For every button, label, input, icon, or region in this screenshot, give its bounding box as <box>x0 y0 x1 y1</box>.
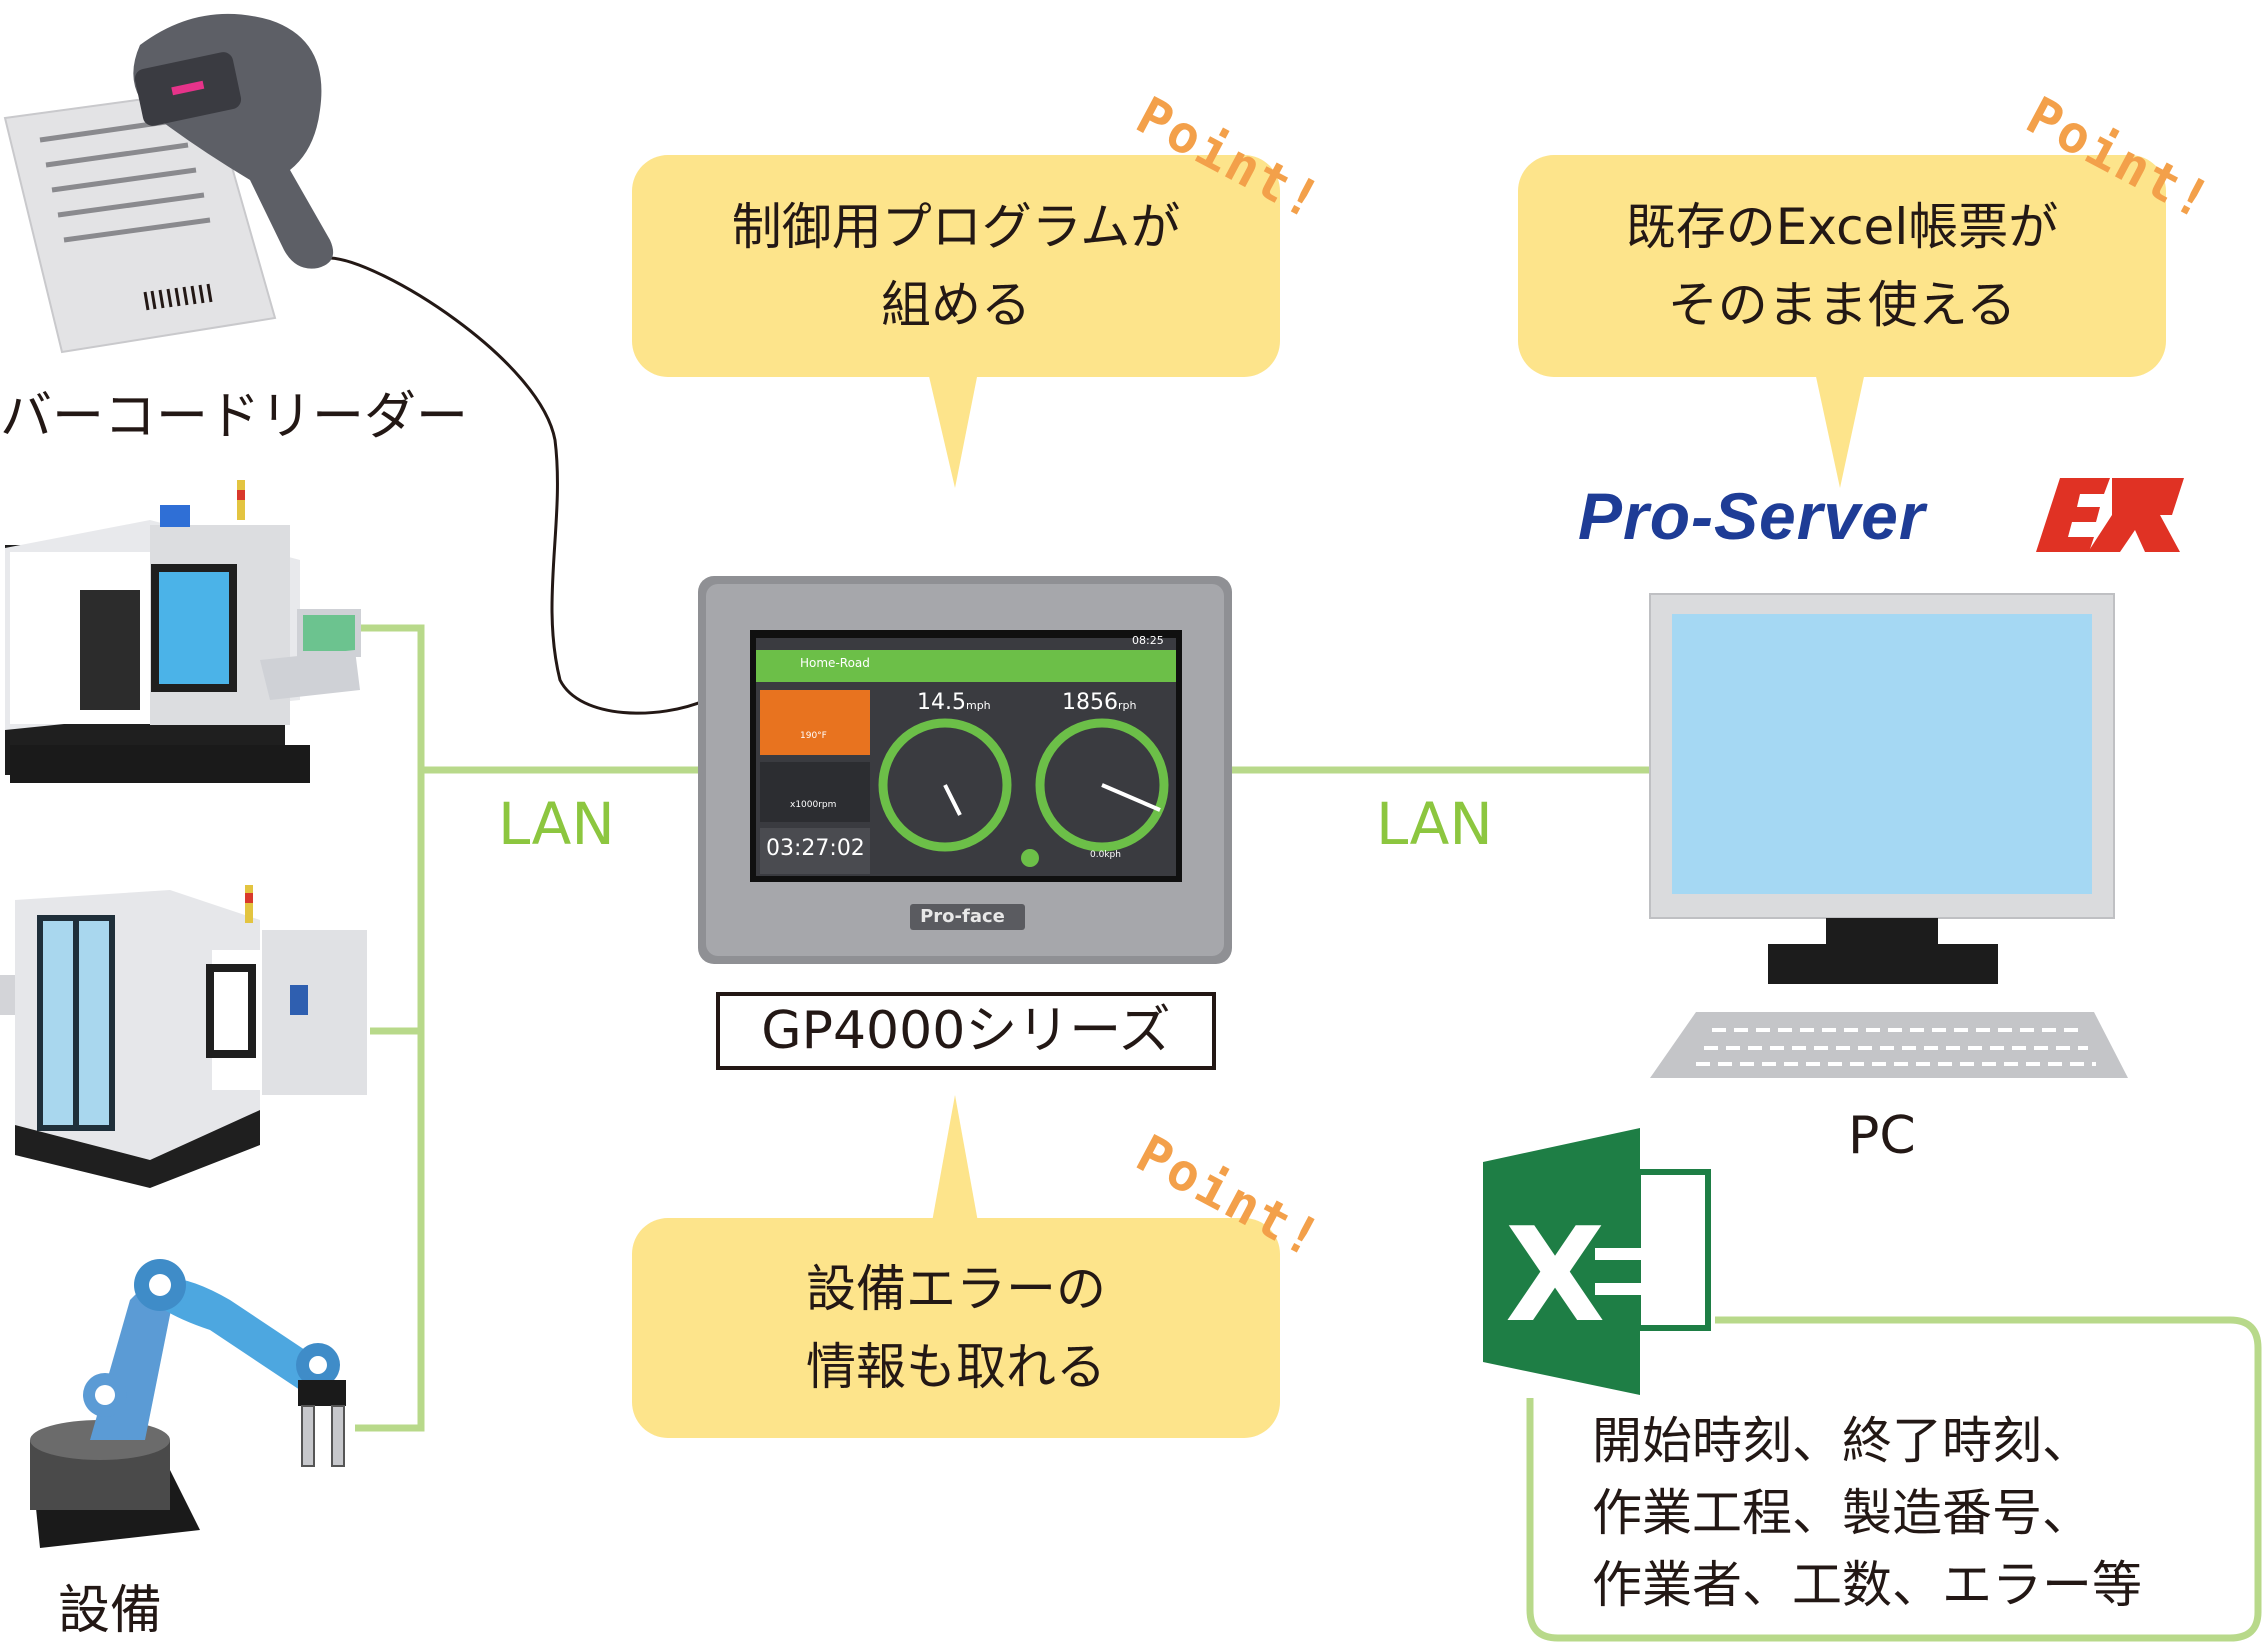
hmi-tach-label: x1000rpm <box>790 800 837 810</box>
barcode-reader-label: バーコードリーダー <box>0 387 469 447</box>
lan-right-label: LAN <box>1376 790 1493 858</box>
info-box-line <box>1526 1316 2262 1642</box>
excel-info-line-2: 作業工程、製造番号、 <box>1592 1484 2092 1542</box>
callout-error-line-1: 設備エラーの <box>806 1260 1106 1318</box>
pc-label: PC <box>1848 1106 1916 1166</box>
cnc-machine-2-icon <box>0 885 367 1188</box>
hmi-speed-number: 14.5 <box>917 690 966 715</box>
callout-bubble-error <box>632 1095 1280 1438</box>
hmi-rpm-number: 1856 <box>1062 690 1118 715</box>
callout-error-line-2: 情報も取れる <box>806 1338 1106 1396</box>
excel-info-line-3: 作業者、工数、エラー等 <box>1592 1556 2142 1614</box>
equipment-label: 設備 <box>58 1581 163 1641</box>
hmi-brand-label: Pro-face <box>920 906 1005 927</box>
lan-lines <box>355 624 2262 1642</box>
hmi-rpm-unit: rph <box>1118 699 1137 712</box>
lan-left-label: LAN <box>498 790 615 858</box>
callout-bubble-excel <box>1518 155 2166 488</box>
hmi-speed-value: 14.5mph <box>917 690 991 715</box>
callout-bubble-program <box>632 155 1280 488</box>
barcode-reader-icon <box>3 13 334 354</box>
callout-excel-line-2: そのまま使える <box>1667 276 2017 334</box>
excel-info-line-1: 開始時刻、終了時刻、 <box>1592 1412 2092 1470</box>
pro-server-ex-logo <box>2036 478 2184 552</box>
hmi-timer: 03:27:02 <box>766 836 865 861</box>
pro-server-logo-text: Pro-Server <box>1578 479 1926 553</box>
callout-text-excel: 既存のExcel帳票が そのまま使える <box>1518 188 2166 344</box>
gp4000-series-label: GP4000シリーズ <box>716 992 1216 1070</box>
barcode-cable <box>329 256 707 715</box>
robot-arm-icon <box>30 1259 346 1548</box>
excel-icon: X <box>1483 1128 1711 1395</box>
hmi-screen-clock: 08:25 <box>1132 634 1164 647</box>
callout-excel-line-1: 既存のExcel帳票が <box>1625 198 2059 256</box>
cnc-machine-1-icon <box>5 480 361 783</box>
excel-info-text: 開始時刻、終了時刻、 作業工程、製造番号、 作業者、工数、エラー等 <box>1592 1405 2232 1621</box>
callout-program-line-2: 組める <box>881 276 1031 334</box>
hmi-btn-right: 0.0kph <box>1090 850 1121 860</box>
hmi-rpm-value: 1856rph <box>1062 690 1136 715</box>
pc-icon <box>1649 593 2128 1078</box>
callout-program-line-1: 制御用プログラムが <box>731 198 1181 256</box>
hmi-screen-title: Home-Road <box>800 656 870 670</box>
hmi-speed-unit: mph <box>965 699 991 712</box>
hmi-temp-value: 190°F <box>800 731 827 741</box>
svg-text:X: X <box>1505 1199 1605 1351</box>
callout-text-error: 設備エラーの 情報も取れる <box>632 1250 1280 1406</box>
callout-bubbles <box>632 155 2166 1438</box>
callout-text-program: 制御用プログラムが 組める <box>632 188 1280 344</box>
gp4000-hmi-icon <box>698 576 1232 964</box>
pro-server-logo-suffix: EX <box>2090 470 2091 471</box>
